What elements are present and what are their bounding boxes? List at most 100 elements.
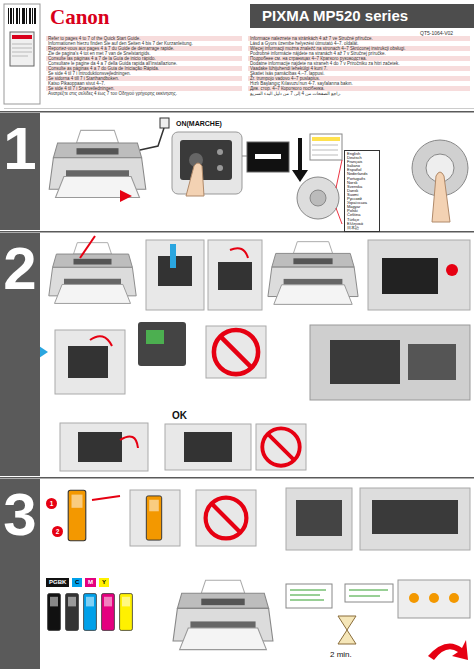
ink-name: PGBK [49,579,66,586]
instruction-text: Ανατρέξτε στις σελίδες 4 έως 7 του Οδηγο… [46,91,242,96]
drawing-part [34,8,36,24]
drawing-part [349,590,388,596]
drawing-part [296,500,342,536]
time-label: 2 min. [330,650,352,659]
drawing-part [66,594,79,631]
drawing-part [297,177,339,219]
instruction-text: Więcej informacji można znaleźć na stron… [248,46,470,51]
step-number: 3 [0,479,40,669]
drawing-part [256,424,306,470]
drawing-part [286,584,332,608]
drawing-part [382,258,438,294]
drawing-part [360,488,470,550]
instruction-text: Подробнее см. на страницах 4–7 Краткого … [248,56,470,61]
drawing-part [12,56,28,57]
drawing-part [196,490,256,546]
drawing-part [120,190,132,202]
drawing-part [130,490,180,546]
instruction-text: Див. стор. 4–7 Короткого посібника. [248,86,470,91]
drawing-part [48,594,61,631]
drawing-part [368,240,470,310]
drawing-part [165,424,251,470]
drawing-part [336,208,342,224]
step-number-text: 1 [3,117,36,181]
drawing-part [22,8,25,24]
ink-label: PGBK [46,578,69,587]
drawing-part [292,170,308,182]
step-number-text: 3 [3,483,36,547]
step-number: 1 [0,113,40,230]
drawing-part [409,593,459,603]
drawing-part [372,500,458,534]
drawing-part [230,248,248,258]
drawing-part [345,584,393,602]
drawing-part [255,154,281,159]
drawing-part [140,128,164,150]
callout-number: 2 [56,528,60,535]
drawing-part [49,130,146,197]
instruction-text: Reportez-vous aux pages 4 à 7 du Guide d… [46,46,242,51]
drawing-part [298,138,302,172]
drawing-part [409,593,419,603]
ok-mark: OK [172,410,187,421]
drawing-part [290,600,324,601]
drawing-part [146,496,161,540]
drawing-part [217,149,223,155]
step-number-text: 2 [3,237,36,301]
instruction-text: Vaadake lühijuhendi lehekülgi 4 kuni 7. [248,66,470,71]
ink-name: C [75,579,79,586]
step2-art [0,231,474,471]
ink-label: Y [99,578,109,587]
drawing-part [26,8,27,24]
drawing-part [290,590,326,600]
drawing-part [60,423,148,471]
brand-logo: Canon [50,5,110,30]
instruction-text: Informace naleznete na stránkách 4 až 7 … [248,36,470,41]
drawing-part [102,594,115,631]
ink-label: M [85,578,96,587]
ink-name: Y [102,579,106,586]
drawing-part [218,262,252,290]
drawing-part [290,590,326,591]
drawing-part [19,8,20,24]
drawing-part [10,32,34,66]
drawing-part [312,145,338,146]
language-list: EnglishDeutschFrançaisItalianoEspañolNed… [344,150,380,232]
drawing-part [268,242,358,305]
drawing-part [432,172,450,222]
drawing-part [429,593,439,603]
drawing-part [68,346,108,378]
instruction-text: Refer to pages 4 to 7 of the Quick Start… [46,36,242,41]
drawing-part [449,593,459,603]
drawing-part [173,580,273,649]
drawing-part [12,44,32,45]
drawing-part [310,134,342,160]
step1-art [0,111,474,224]
drawing-part [247,142,289,172]
drawing-part [312,137,340,141]
drawing-part [398,580,470,618]
drawing-part [446,264,458,276]
drawing-part [138,322,186,366]
drawing-part [80,236,95,258]
drawing-part [262,428,299,465]
circle-fill [52,526,63,537]
drawing-part [29,8,31,24]
drawing-part [428,640,468,660]
instruction-text: راجع الصفحات من 4 إلى 7 من دليل البدء ال… [248,91,470,96]
drawing-part [55,330,125,394]
drawing-part [146,330,164,344]
drawing-part [120,436,138,448]
drawing-part [310,325,470,400]
product-title: PIXMA MP520 series [262,7,408,24]
drawing-part [32,8,33,24]
drawing-part [68,490,86,541]
drawing-part [90,336,112,346]
drawing-part [208,240,262,310]
drawing-part [84,594,97,631]
drawing-part [338,616,356,644]
drawing-part [312,155,338,156]
step3-art [0,477,474,660]
